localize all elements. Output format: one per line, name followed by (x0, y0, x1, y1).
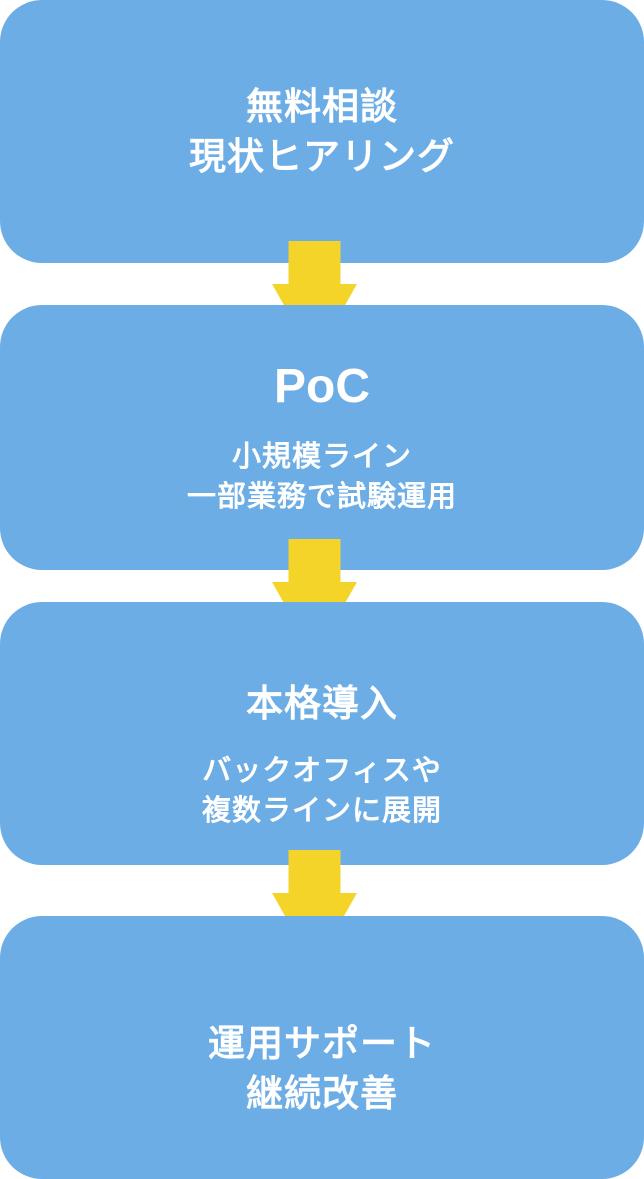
step-title-line: 継続改善 (246, 1072, 398, 1114)
step-title-line: 現状ヒアリング (189, 135, 455, 177)
step-subtitle-line: バックオフィスや (202, 754, 442, 787)
step-title-line: 運用サポート (208, 1022, 436, 1064)
step-subtitle: 小規模ライン 一部業務で試験運用 (187, 437, 457, 517)
step-subtitle: バックオフィスや 複数ラインに展開 (202, 751, 442, 831)
step-box-poc: PoC 小規模ライン 一部業務で試験運用 (0, 305, 644, 570)
down-arrow-icon (272, 241, 357, 359)
step-subtitle-line: 一部業務で試験運用 (186, 480, 457, 513)
step-box-consultation: 無料相談 現状ヒアリング (0, 0, 644, 263)
step-title-line: PoC (274, 359, 370, 413)
step-box-full-deployment: 本格導入 バックオフィスや 複数ラインに展開 (0, 602, 644, 865)
down-arrow-icon (272, 539, 357, 657)
step-title-line: 本格導入 (246, 682, 398, 724)
step-box-support: 運用サポート 継続改善 (0, 916, 644, 1179)
step-title-line: 無料相談 (246, 85, 398, 127)
step-subtitle-line: 小規模ライン (231, 440, 412, 473)
step-subtitle-line: 複数ラインに展開 (201, 794, 442, 827)
down-arrow-icon (272, 850, 357, 968)
